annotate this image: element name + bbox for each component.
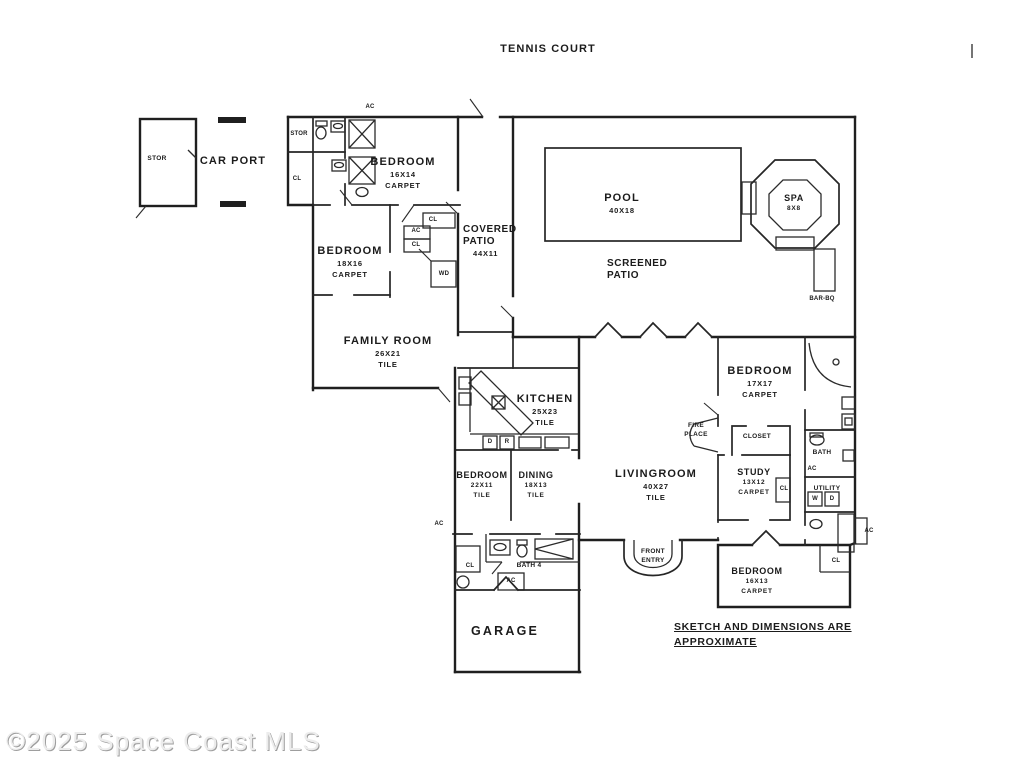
utility-label: UTILITY bbox=[813, 485, 841, 492]
washer-dryer-label: WD bbox=[438, 271, 450, 277]
dishwasher-label: D bbox=[487, 439, 493, 445]
bedroom5-label: BEDROOM 16X13 CARPET bbox=[731, 566, 783, 595]
carport-label: CAR PORT bbox=[199, 155, 267, 167]
closet-room-label: CLOSET bbox=[742, 433, 772, 440]
kitchen-label: KITCHEN 25X23 TILE bbox=[516, 393, 574, 427]
bedroom4-label: BEDROOM 17X17 CARPET bbox=[727, 365, 793, 399]
ac-label-bath4: AC bbox=[506, 578, 516, 584]
storage-outbuilding-label: STOR bbox=[147, 155, 167, 162]
bedroom3-label: BEDROOM 22X11 TILE bbox=[456, 470, 508, 499]
closet-label-hall1: CL bbox=[428, 217, 438, 223]
barbq-label: BAR-BQ bbox=[809, 296, 835, 302]
dining-label: DINING 18X13 TILE bbox=[518, 470, 554, 499]
disclaimer-note: SKETCH AND DIMENSIONS ARE APPROXIMATE bbox=[674, 621, 852, 649]
closet-label-study: CL bbox=[779, 486, 789, 492]
front-entry-label: FRONT ENTRY bbox=[641, 548, 665, 564]
bedroom1-label: BEDROOM 16X14 CARPET bbox=[370, 156, 436, 190]
fireplace-label: FIRE PLACE bbox=[684, 422, 708, 438]
closet-label-hall2: CL bbox=[411, 242, 421, 248]
closet-label-bath4: CL bbox=[465, 563, 475, 569]
range-label: R bbox=[504, 439, 510, 445]
closet-label-north: CL bbox=[292, 176, 302, 182]
family-room-label: FAMILY ROOM 26X21 TILE bbox=[343, 335, 433, 369]
study-label: STUDY 13X12 CARPET bbox=[737, 467, 771, 496]
ac-label-bath-right: AC bbox=[807, 466, 817, 472]
storage-closet-label: STOR bbox=[290, 131, 308, 137]
livingroom-label: LIVINGROOM 40X27 TILE bbox=[615, 468, 697, 502]
ac-label-hall: AC bbox=[411, 228, 421, 234]
mls-watermark: ©2025 Space Coast MLS bbox=[6, 726, 321, 756]
spa-label: SPA 8X8 bbox=[784, 193, 804, 212]
washer-label: W bbox=[812, 496, 818, 502]
pool-label: POOL 40X18 bbox=[604, 192, 640, 215]
closet-label-bedroom5: CL bbox=[831, 558, 841, 564]
screened-patio-label: SCREENED PATIO bbox=[607, 258, 668, 281]
ac-label-top: AC bbox=[365, 104, 375, 110]
dryer-label: D bbox=[829, 496, 835, 502]
bath-label-right: BATH bbox=[812, 449, 832, 456]
tennis-court-label: TENNIS COURT bbox=[500, 43, 596, 55]
bath4-label: BATH 4 bbox=[516, 562, 542, 569]
ac-label-right: AC bbox=[864, 528, 874, 534]
bedroom2-label: BEDROOM 18X16 CARPET bbox=[317, 245, 383, 279]
garage-label: GARAGE bbox=[470, 624, 540, 638]
ac-label-left: AC bbox=[434, 521, 444, 527]
covered-patio-label: COVERED PATIO 44X11 bbox=[463, 224, 517, 258]
